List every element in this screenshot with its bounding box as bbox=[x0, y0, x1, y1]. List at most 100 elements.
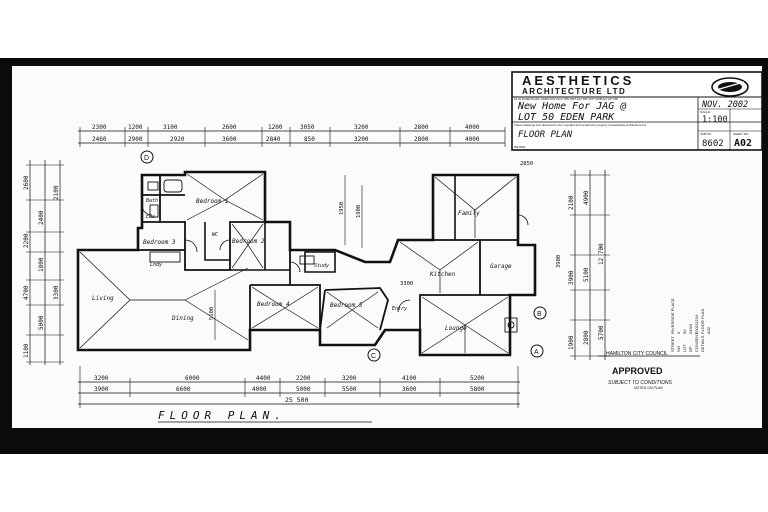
dim-top2-3: 2920 bbox=[170, 136, 185, 143]
dim-bottom-7: 5200 bbox=[470, 375, 485, 382]
dim-left-6: 4700 bbox=[23, 285, 30, 300]
dim-bottom2-5: 5500 bbox=[342, 386, 357, 393]
dim-top2-1: 2460 bbox=[92, 136, 107, 143]
lot-value: 50 bbox=[682, 329, 687, 334]
drawing-date: NOV. 2002 bbox=[701, 100, 748, 110]
job-number-label: JOB NO. bbox=[700, 132, 712, 136]
dim-bottom-2: 6000 bbox=[185, 375, 200, 382]
room-dining: Dining bbox=[171, 315, 194, 322]
dim-bottom2-2: 6600 bbox=[176, 386, 191, 393]
company-name-line1: AESTHETICS bbox=[522, 73, 634, 88]
svg-text:C: C bbox=[371, 353, 376, 360]
dp-label: DP bbox=[688, 346, 693, 352]
project-line1: New Home For JAG @ bbox=[517, 101, 626, 112]
dim-top2-7: 3200 bbox=[354, 136, 369, 143]
room-living: Living bbox=[92, 295, 114, 302]
room-bedroom2: Bedroom 2 bbox=[232, 238, 265, 245]
dim-top2-8: 2800 bbox=[414, 136, 429, 143]
drawing-scale: 1:100 bbox=[702, 115, 728, 125]
dim-left-5: 2100 bbox=[53, 185, 60, 200]
title-block: AESTHETICS ARCHITECTURE LTD 18-20 RIVER … bbox=[511, 71, 763, 151]
dim-top-2: 1200 bbox=[128, 124, 143, 131]
top-dimension-labels-row2: 2460 2900 2920 3600 2840 850 3200 2800 4… bbox=[92, 136, 480, 143]
dim-right-6: 2800 bbox=[583, 330, 590, 345]
dim-inner-1: 1950 bbox=[339, 202, 345, 215]
dim-left-9: 1100 bbox=[23, 343, 30, 358]
left-dimension-lines bbox=[26, 160, 64, 365]
dim-right-4: 5100 bbox=[583, 267, 590, 282]
dim-right-7: 12 700 bbox=[598, 243, 605, 265]
dim-left-4: 1800 bbox=[38, 257, 45, 272]
sheet-number-label: SHEET NO. bbox=[733, 132, 749, 136]
company-address: 18-20 RIVER ROAD, HAMILTON PH 07 855 399… bbox=[514, 97, 619, 101]
drawn-label: DRAWN bbox=[514, 145, 525, 149]
room-wc: WC bbox=[212, 232, 218, 238]
dim-right-5: 1900 bbox=[568, 335, 575, 350]
room-bath: Bath bbox=[146, 198, 158, 204]
dim-top-7: 3200 bbox=[354, 124, 369, 131]
dim-left-2: 2400 bbox=[38, 210, 45, 225]
grid-marker-a: A bbox=[530, 344, 544, 358]
dim-bottom-3: 4400 bbox=[256, 375, 271, 382]
grid-markers: A B C D bbox=[140, 150, 547, 362]
room-bedroom4: Bedroom 4 bbox=[257, 301, 290, 308]
room-kitchen: Kitchen bbox=[429, 271, 456, 278]
council-name: HAMILTON CITY COUNCIL bbox=[606, 351, 668, 357]
dim-inner-5: 2850 bbox=[520, 161, 533, 167]
details-label: DETAILS bbox=[700, 335, 705, 352]
dim-top2-6: 850 bbox=[304, 136, 315, 143]
drawing-title: FLOOR PLAN bbox=[518, 130, 573, 140]
dim-top2-5: 2840 bbox=[266, 136, 281, 143]
dim-top-6: 3050 bbox=[300, 124, 315, 131]
grid-marker-c: C bbox=[367, 348, 381, 362]
dim-left-7: 3300 bbox=[53, 285, 60, 300]
approved-stamp: APPROVED bbox=[612, 366, 663, 376]
grid-marker-b: B bbox=[533, 306, 547, 320]
dim-bottom-6: 4100 bbox=[402, 375, 417, 382]
dim-bottom-1: 3200 bbox=[94, 375, 109, 382]
svg-text:B: B bbox=[537, 311, 542, 318]
dim-top-5: 1200 bbox=[268, 124, 283, 131]
dim-bottom2-7: 5800 bbox=[470, 386, 485, 393]
dim-right-3: 3900 bbox=[568, 270, 575, 285]
dim-inner-3: 5100 bbox=[209, 307, 215, 320]
right-dimension-labels: 2100 4900 3900 5100 1900 2800 12 700 570… bbox=[568, 190, 605, 350]
dim-left-8: 5000 bbox=[38, 315, 45, 330]
bottom-dimension-labels-row2: 3900 6600 4000 5000 5500 3600 5800 bbox=[94, 386, 485, 393]
sheet-reference: A02 bbox=[706, 326, 711, 334]
room-entry: Entry bbox=[392, 306, 407, 312]
consent-label: CONSENT bbox=[694, 332, 699, 352]
dim-top2-9: 4000 bbox=[465, 136, 480, 143]
room-study: Study bbox=[314, 263, 329, 269]
dim-bottom2-3: 4000 bbox=[252, 386, 267, 393]
room-ensuite: Ens bbox=[146, 214, 155, 220]
bottom-dimension-labels-row1: 3200 6000 4400 2200 3200 4100 5200 bbox=[94, 375, 485, 382]
bottom-dimension-lines bbox=[78, 366, 520, 408]
dim-right-2: 4900 bbox=[583, 190, 590, 205]
room-lounge: Lounge bbox=[445, 325, 467, 332]
project-line2: LOT 50 EDEN PARK bbox=[518, 112, 615, 123]
svg-text:A: A bbox=[534, 349, 539, 356]
floor-plan-walls bbox=[76, 170, 537, 357]
room-bedroom3: Bedroom 3 bbox=[143, 239, 176, 246]
room-bedroom5: Bedroom 5 bbox=[330, 302, 363, 309]
dim-bottom-4: 2200 bbox=[296, 375, 311, 382]
svg-text:D: D bbox=[144, 155, 149, 162]
dim-right-1: 2100 bbox=[568, 195, 575, 210]
dim-left-1: 2600 bbox=[23, 175, 30, 190]
top-dimension-lines bbox=[78, 127, 506, 147]
dim-left-3: 2200 bbox=[23, 233, 30, 248]
dim-bottom-5: 3200 bbox=[342, 375, 357, 382]
dim-top2-2: 2900 bbox=[128, 136, 143, 143]
dim-inner-2: 1900 bbox=[356, 205, 362, 218]
job-number: 8602 bbox=[702, 139, 724, 149]
dim-bottom2-1: 3900 bbox=[94, 386, 109, 393]
property-info: STREET RIVERSIDE PLACE NO 5 LOT 50 DP 54… bbox=[670, 298, 711, 352]
room-laundry: Lndy bbox=[150, 262, 162, 268]
left-dimension-labels: 2600 2400 2200 1800 2100 4700 3300 5000 … bbox=[23, 175, 60, 358]
room-garage: Garage bbox=[490, 263, 512, 270]
scale-label: SCALE bbox=[700, 110, 710, 114]
right-dimension-lines bbox=[570, 170, 610, 360]
grid-marker-d: D bbox=[140, 150, 154, 164]
inner-dimensions: 1950 1900 5100 3900 2850 3300 bbox=[209, 161, 562, 340]
